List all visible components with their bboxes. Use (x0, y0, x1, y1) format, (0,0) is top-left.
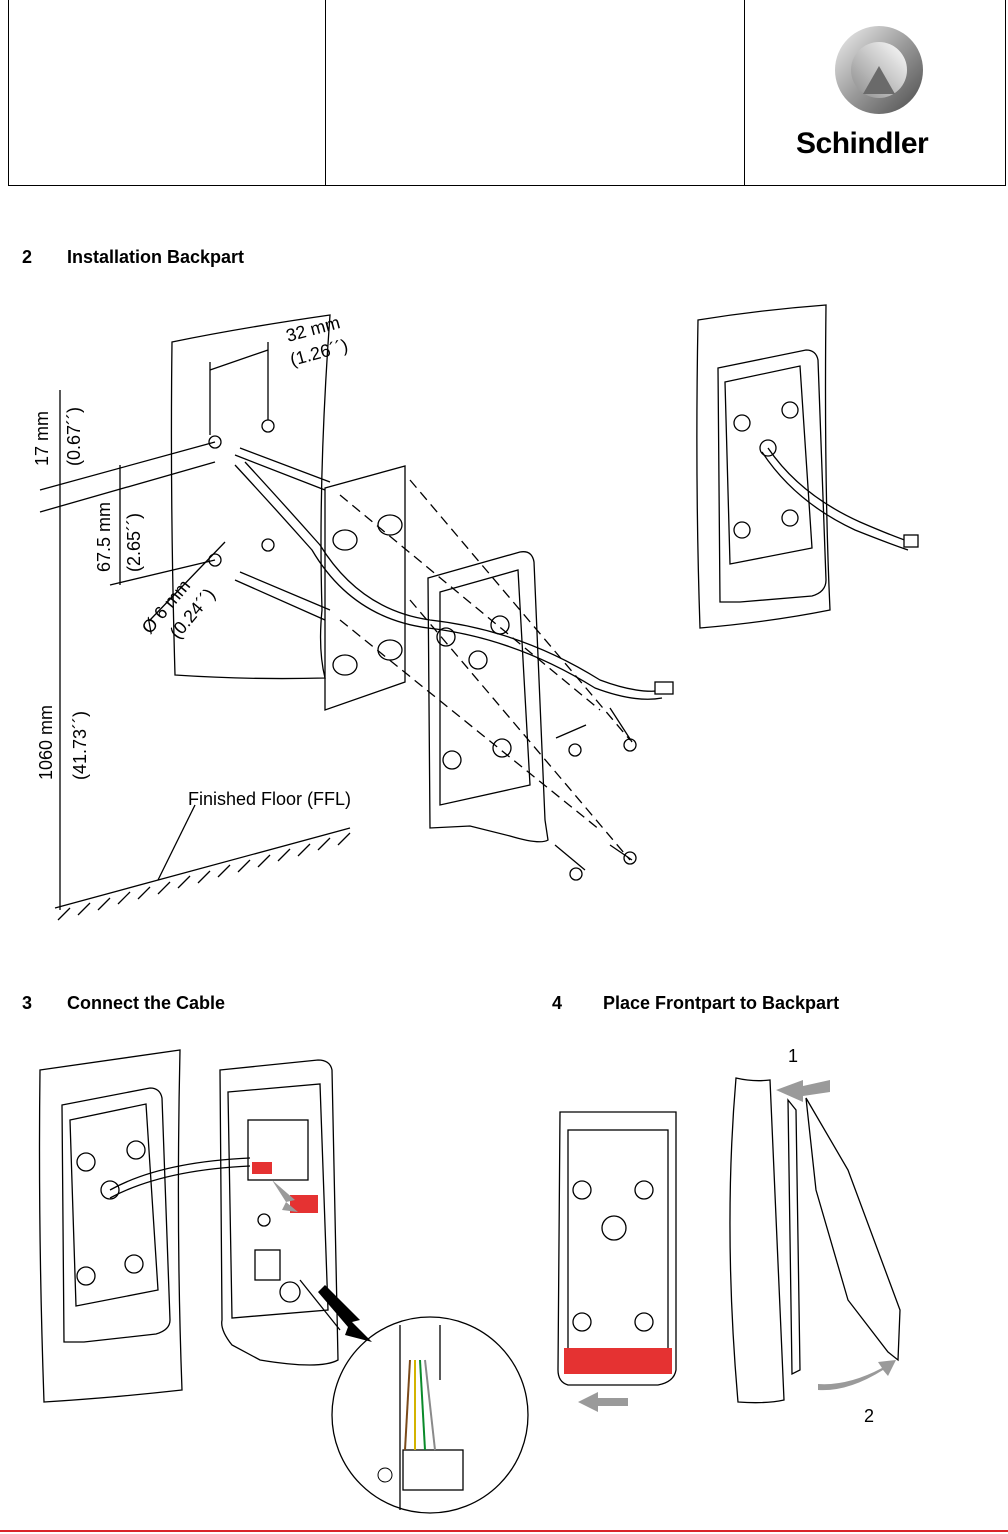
dim-spacing-in: (2.65´´) (124, 513, 144, 572)
dim-height-in: (41.73´´) (70, 711, 90, 780)
schindler-logo-icon (829, 22, 929, 122)
section-4-heading: 4 Place Frontpart to Backpart (552, 993, 992, 1017)
document-header: Schindler (8, 0, 1006, 186)
section-number: 4 (552, 993, 562, 1014)
floor-label: Finished Floor (FFL) (188, 789, 351, 809)
installation-backpart-figure: 32 mm (1.26´´) 17 mm (0.67´´) 67.5 mm (2… (0, 280, 1008, 980)
dim-spacing-mm: 67.5 mm (94, 502, 114, 572)
connect-cable-figure (0, 1030, 530, 1530)
dim-top-mm: 17 mm (32, 411, 52, 466)
section-2-heading: 2 Installation Backpart (22, 247, 422, 271)
step-1-label: 1 (788, 1046, 798, 1066)
section-title: Connect the Cable (67, 993, 225, 1014)
footer-rule (0, 1530, 1008, 1532)
step-2-label: 2 (864, 1406, 874, 1426)
section-number: 3 (22, 993, 32, 1014)
header-cell-left (9, 0, 326, 185)
header-cell-middle (325, 0, 745, 185)
place-frontpart-figure: 1 2 (548, 1030, 1008, 1530)
section-title: Place Frontpart to Backpart (603, 993, 839, 1014)
header-cell-logo: Schindler (744, 0, 1005, 185)
section-3-heading: 3 Connect the Cable (22, 993, 422, 1017)
dim-height-mm: 1060 mm (36, 705, 56, 780)
section-title: Installation Backpart (67, 247, 244, 268)
schindler-logo-text: Schindler (796, 127, 928, 161)
section-number: 2 (22, 247, 32, 268)
dim-top-in: (0.67´´) (64, 407, 84, 466)
